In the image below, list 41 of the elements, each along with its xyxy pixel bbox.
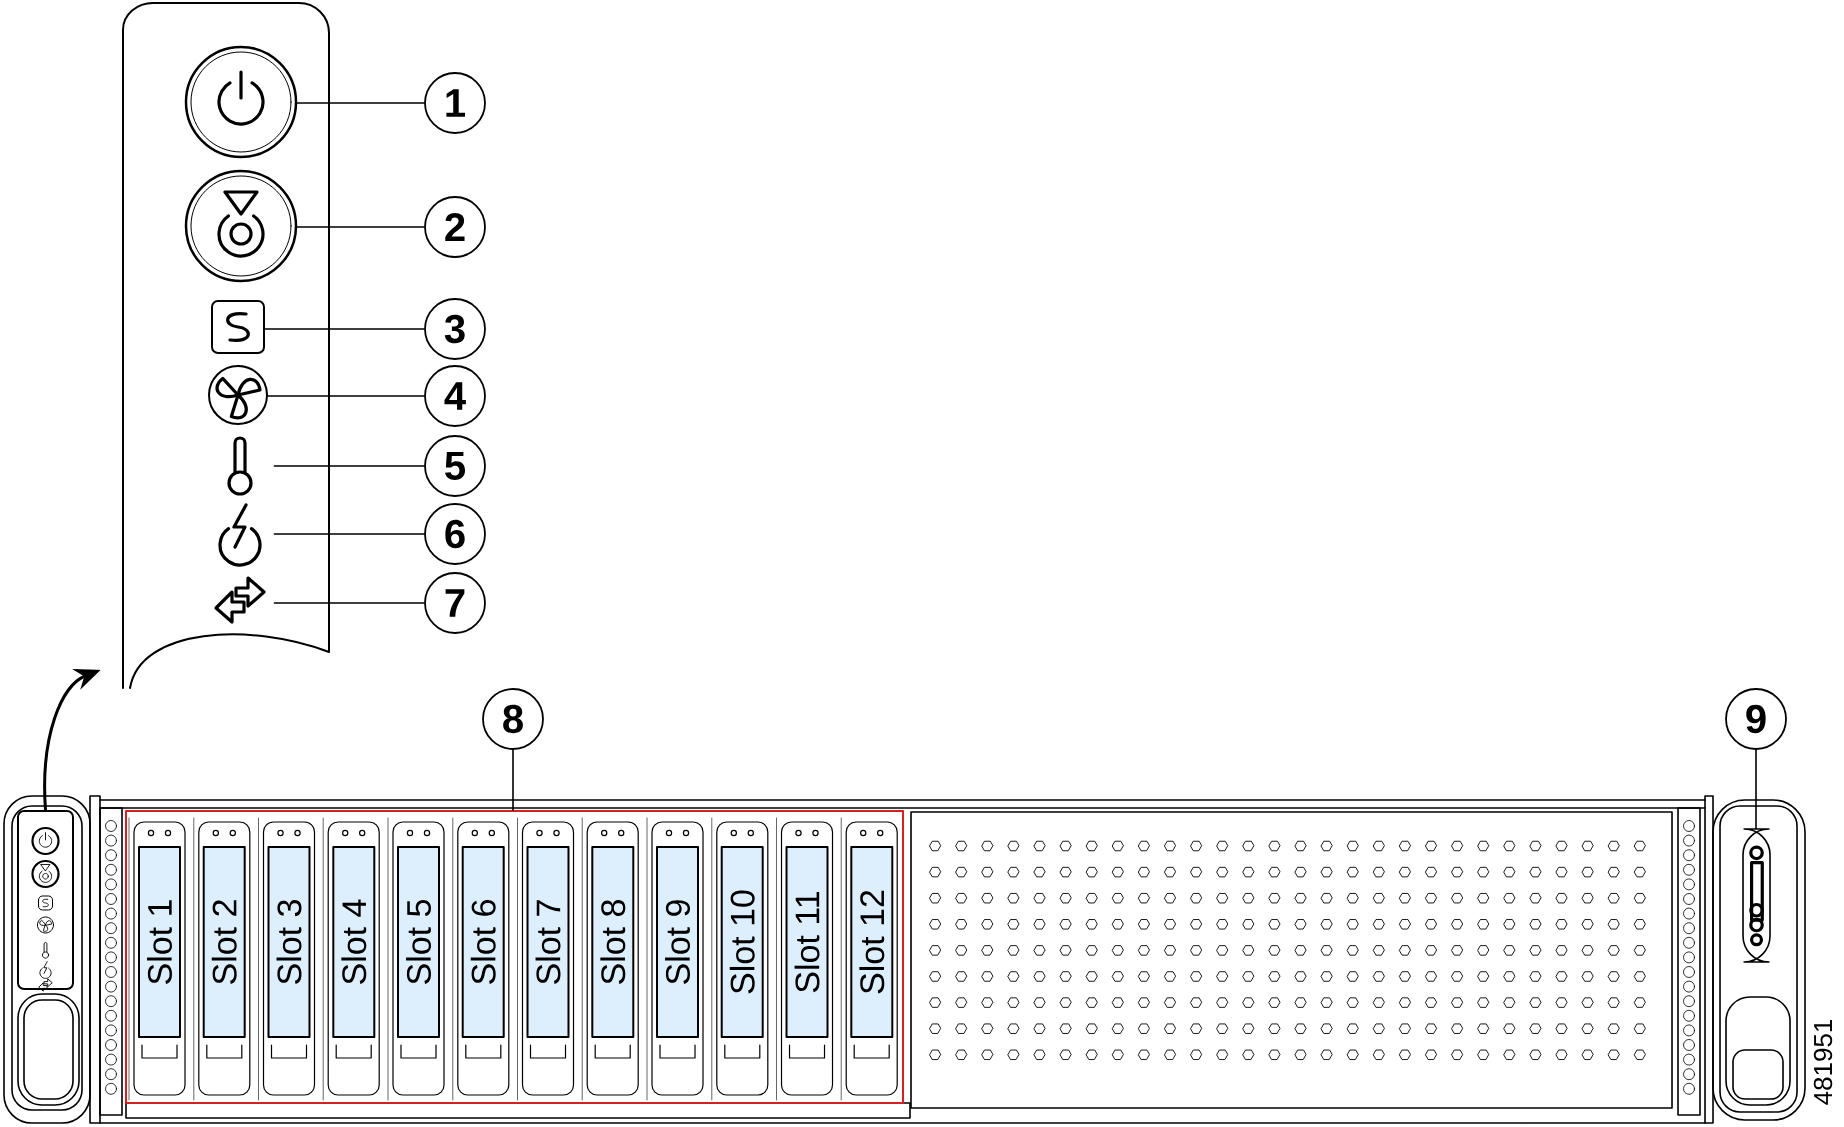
slot-label: Slot 10 [720, 846, 764, 1038]
slot-label: Slot 12 [850, 846, 894, 1038]
leader-line [264, 328, 425, 330]
slot-label: Slot 7 [526, 846, 570, 1038]
temperature-icon [227, 436, 253, 496]
callout-number: 9 [1725, 688, 1787, 750]
leader-line [296, 226, 425, 228]
slot-label: Slot 1 [138, 846, 181, 1038]
callout-number: 6 [424, 503, 486, 565]
callout-number: 4 [424, 365, 486, 427]
fan-icon [208, 365, 268, 425]
slot-label: Slot 4 [332, 846, 376, 1038]
leader-line [273, 465, 425, 467]
callout-number: 8 [482, 688, 544, 750]
slot-label: Slot 3 [267, 846, 311, 1038]
leader-line [273, 602, 425, 604]
figure-number: 481951 [1813, 1019, 1833, 1105]
callout-number: 3 [424, 298, 486, 360]
slot-label: Slot 5 [397, 846, 440, 1038]
callout-number: 7 [424, 572, 486, 634]
leader-line [273, 533, 425, 535]
leader-line [1755, 749, 1757, 830]
power-button [184, 45, 298, 159]
slot-label: Slot 11 [785, 846, 829, 1038]
leader-line [267, 395, 425, 397]
leader-line [512, 749, 514, 811]
callout-number: 2 [424, 196, 486, 258]
slot-label: Slot 6 [461, 846, 505, 1038]
power-supply-icon [218, 503, 262, 567]
slot-label: Slot 8 [591, 846, 635, 1038]
leader-line [296, 102, 425, 104]
front-panel [17, 810, 74, 992]
kvm-connector [1742, 828, 1771, 963]
slot-label: Slot 9 [656, 846, 699, 1038]
callout-number: 1 [424, 72, 486, 134]
status-icon [211, 300, 265, 354]
slot-label: Slot 2 [202, 846, 246, 1038]
magnified-panel [122, 2, 330, 689]
callout-number: 5 [424, 435, 486, 497]
id-button [184, 169, 298, 283]
network-icon [214, 576, 266, 624]
